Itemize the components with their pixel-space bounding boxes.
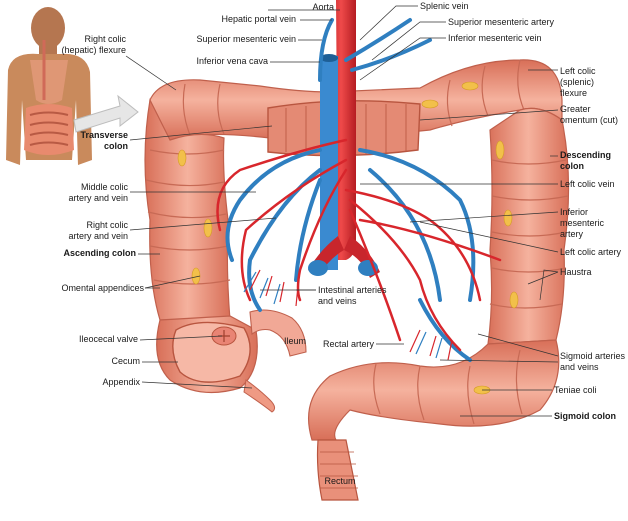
label-rectal-artery: Rectal artery: [322, 339, 374, 349]
descending-colon: [487, 107, 570, 345]
label-intestinal-arteries: Intestinal arteries and veins: [318, 285, 387, 306]
label-right-colic: Right colic artery and vein: [68, 220, 128, 241]
label-ileum: Ileum: [284, 336, 307, 346]
rectum: [316, 439, 359, 501]
label-superior-mesenteric-vein: Superior mesenteric vein: [196, 34, 296, 44]
label-greater-omentum: Greater omentum (cut): [560, 104, 619, 125]
leader-lines: [125, 5, 559, 417]
label-teniae-coli: Teniae coli: [554, 385, 597, 395]
label-ascending-colon: Ascending colon: [63, 248, 136, 258]
label-appendix: Appendix: [102, 377, 140, 387]
label-cecum: Cecum: [111, 356, 140, 366]
label-transverse-colon: Transverse colon: [80, 130, 128, 151]
label-sigmoid-colon: Sigmoid colon: [554, 411, 616, 421]
label-inferior-vena-cava: Inferior vena cava: [196, 56, 268, 66]
label-descending-colon: Descending colon: [560, 150, 612, 171]
label-left-colic-flexure: Left colic (splenic) flexure: [560, 66, 596, 98]
label-ileocecal-valve: Ileocecal valve: [78, 334, 138, 344]
pointer-arrow: [73, 94, 139, 133]
label-middle-colic: Middle colic artery and vein: [68, 182, 128, 203]
inferior-vena-cava: [320, 56, 338, 270]
label-superior-mesenteric-artery: Superior mesenteric artery: [448, 17, 555, 27]
label-aorta: Aorta: [312, 2, 334, 12]
ascending-colon: [144, 98, 231, 321]
label-rectum: Rectum: [324, 476, 356, 486]
label-right-colic-flexure: Right colic (hepatic) flexure: [61, 34, 126, 55]
aorta: [326, 0, 356, 260]
label-omental-appendices: Omental appendices: [61, 283, 144, 293]
label-left-colic-artery: Left colic artery: [560, 247, 622, 257]
cecum-interior: [172, 321, 251, 383]
label-inferior-mesenteric-vein: Inferior mesenteric vein: [448, 33, 542, 43]
human-figure-inset: [6, 7, 92, 165]
label-splenic-vein: Splenic vein: [420, 1, 469, 11]
label-inferior-mesenteric-artery: Inferior mesenteric artery: [560, 207, 605, 239]
label-sigmoid-arteries: Sigmoid arteries and veins: [560, 351, 626, 372]
sigmoid-colon: [308, 339, 560, 441]
ileum: [249, 309, 307, 357]
appendix: [243, 379, 276, 413]
arteries: [216, 138, 502, 352]
label-left-colic-vein: Left colic vein: [560, 179, 615, 189]
label-hepatic-portal-vein: Hepatic portal vein: [221, 14, 296, 24]
label-haustra: Haustra: [560, 267, 592, 277]
